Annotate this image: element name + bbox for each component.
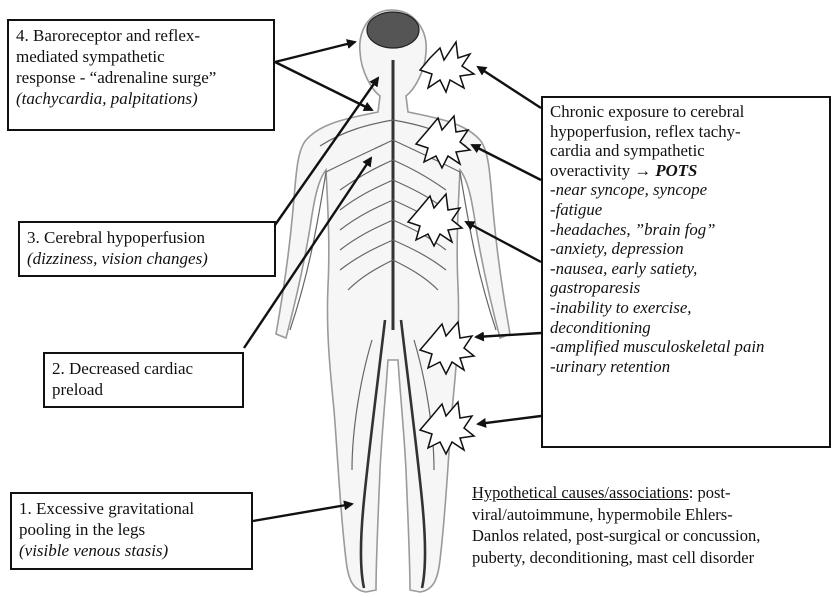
- box4-line1: 4. Baroreceptor and reflex-: [16, 25, 266, 46]
- chronic-line4: overactivity → POTS: [550, 161, 822, 181]
- hypothetical-causes-text: Hypothetical causes/associations: post- …: [472, 482, 834, 568]
- symptom-item: -urinary retention: [550, 357, 822, 377]
- chronic-line4-prefix: overactivity: [550, 161, 634, 180]
- arrow-chronic-to-head-burst: [478, 67, 541, 108]
- symptom-item: -near syncope, syncope: [550, 180, 822, 200]
- hypo-line4: puberty, deconditioning, mast cell disor…: [472, 547, 834, 569]
- box-chronic-exposure-pots: Chronic exposure to cerebral hypoperfusi…: [541, 96, 831, 448]
- box2-line1: 2. Decreased cardiac: [52, 358, 235, 379]
- box1-line1: 1. Excessive gravitational: [19, 498, 244, 519]
- box4-line3: response - “adrenaline surge”: [16, 67, 266, 88]
- box-gravitational-pooling: 1. Excessive gravitational pooling in th…: [10, 492, 253, 570]
- hypo-line1: Hypothetical causes/associations: post-: [472, 482, 834, 504]
- symptom-item: -inability to exercise,: [550, 298, 822, 318]
- arrow-chronic-to-arm-burst: [466, 222, 541, 262]
- box3-line2: (dizziness, vision changes): [27, 248, 267, 269]
- arrow-chronic-to-leg-burst: [478, 416, 541, 424]
- symptom-item: -anxiety, depression: [550, 239, 822, 259]
- chronic-line2: hypoperfusion, reflex tachy-: [550, 122, 822, 142]
- symptom-item: gastroparesis: [550, 278, 822, 298]
- pots-label: POTS: [655, 161, 697, 180]
- box4-line2: mediated sympathetic: [16, 46, 266, 67]
- hypo-line3: Danlos related, post-surgical or concuss…: [472, 525, 834, 547]
- box3-line1: 3. Cerebral hypoperfusion: [27, 227, 267, 248]
- arrow-box4-to-head: [275, 42, 355, 62]
- arrow-box4-to-torso: [275, 62, 372, 110]
- box-decreased-cardiac-preload: 2. Decreased cardiac preload: [43, 352, 244, 408]
- hypo-line1-rest: : post-: [689, 483, 731, 502]
- arrow-box1-to-legs: [253, 504, 352, 521]
- hypo-label: Hypothetical causes/associations: [472, 483, 689, 502]
- symptom-item: -amplified musculoskeletal pain: [550, 337, 822, 357]
- symptom-item: -headaches, ”brain fog”: [550, 220, 822, 240]
- right-arrow-icon: →: [634, 161, 651, 180]
- brain-icon: [367, 12, 419, 48]
- symptom-item: -nausea, early satiety,: [550, 259, 822, 279]
- box-cerebral-hypoperfusion: 3. Cerebral hypoperfusion (dizziness, vi…: [18, 221, 276, 277]
- chronic-line1: Chronic exposure to cerebral: [550, 102, 822, 122]
- starburst-icon: [420, 42, 474, 92]
- hypo-line2: viral/autoimmune, hypermobile Ehlers-: [472, 504, 834, 526]
- box-baroreceptor-response: 4. Baroreceptor and reflex- mediated sym…: [7, 19, 275, 131]
- box1-line2: pooling in the legs: [19, 519, 244, 540]
- symptom-item: -fatigue: [550, 200, 822, 220]
- chronic-line3: cardia and sympathetic: [550, 141, 822, 161]
- box4-line4: (tachycardia, palpitations): [16, 88, 266, 109]
- box1-line3: (visible venous stasis): [19, 540, 244, 561]
- symptom-item: deconditioning: [550, 318, 822, 338]
- box2-line2: preload: [52, 379, 235, 400]
